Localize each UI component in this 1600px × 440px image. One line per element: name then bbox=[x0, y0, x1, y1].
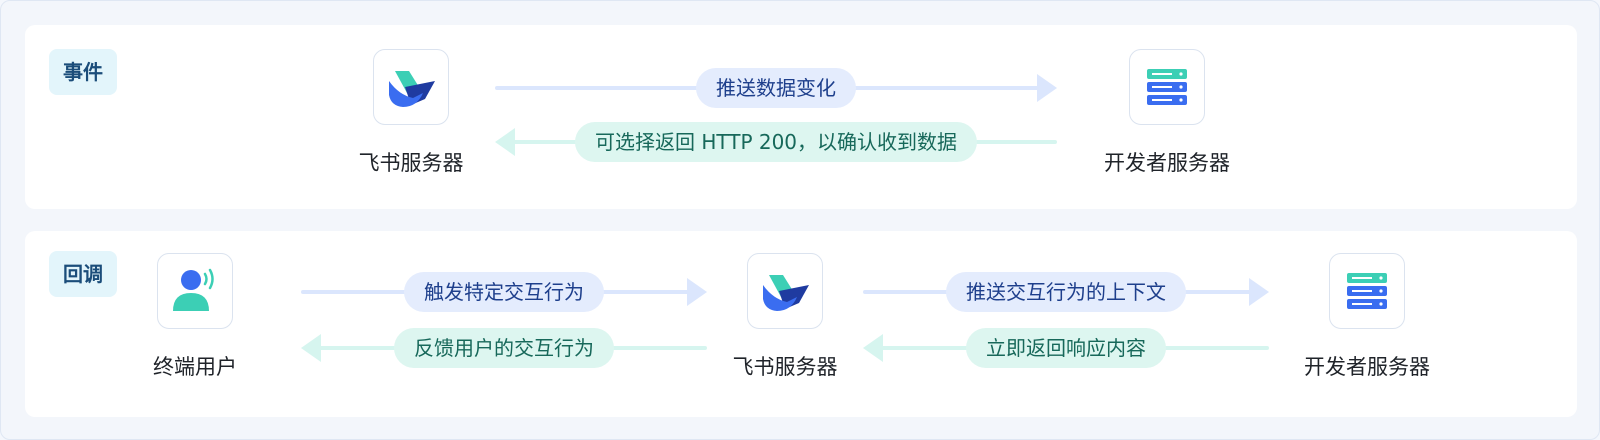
feishu-logo-icon bbox=[373, 49, 449, 125]
event-panel: 事件 飞书服务器 推送数据变化 可选择返回 HTTP 200，以确认收到数据 bbox=[25, 25, 1577, 209]
callback-tag: 回调 bbox=[49, 251, 117, 297]
event-reply-label: 可选择返回 HTTP 200，以确认收到数据 bbox=[574, 122, 978, 162]
event-push-arrow: 推送数据变化 bbox=[495, 68, 1057, 108]
callback-push-arrow: 推送交互行为的上下文 bbox=[863, 272, 1269, 312]
callback-feedback-label: 反馈用户的交互行为 bbox=[394, 328, 614, 368]
callback-push-label: 推送交互行为的上下文 bbox=[946, 272, 1186, 312]
event-push-label: 推送数据变化 bbox=[696, 68, 856, 108]
callback-end-user-node: 终端用户 bbox=[115, 253, 275, 381]
callback-end-user-label: 终端用户 bbox=[153, 355, 237, 379]
user-signal-icon bbox=[157, 253, 233, 329]
event-developer-server-label: 开发者服务器 bbox=[1104, 151, 1230, 175]
server-rack-icon bbox=[1329, 253, 1405, 329]
callback-feedback-arrow: 反馈用户的交互行为 bbox=[301, 328, 707, 368]
callback-feishu-server-node: 飞书服务器 bbox=[705, 253, 865, 381]
callback-developer-server-node: 开发者服务器 bbox=[1287, 253, 1447, 381]
event-tag: 事件 bbox=[49, 49, 117, 95]
callback-feishu-server-label: 飞书服务器 bbox=[732, 355, 838, 379]
callback-developer-server-label: 开发者服务器 bbox=[1304, 355, 1430, 379]
event-reply-arrow: 可选择返回 HTTP 200，以确认收到数据 bbox=[495, 122, 1057, 162]
feishu-logo-icon bbox=[747, 253, 823, 329]
callback-trigger-arrow: 触发特定交互行为 bbox=[301, 272, 707, 312]
callback-trigger-label: 触发特定交互行为 bbox=[404, 272, 604, 312]
callback-reply-arrow: 立即返回响应内容 bbox=[863, 328, 1269, 368]
event-developer-server-node: 开发者服务器 bbox=[1087, 49, 1247, 177]
event-feishu-server-node: 飞书服务器 bbox=[331, 49, 491, 177]
callback-panel: 回调 终端用户 触发特定交互行为 反馈用户的交互行为 bbox=[25, 231, 1577, 417]
callback-reply-label: 立即返回响应内容 bbox=[966, 328, 1166, 368]
event-feishu-server-label: 飞书服务器 bbox=[358, 151, 464, 175]
server-rack-icon bbox=[1129, 49, 1205, 125]
